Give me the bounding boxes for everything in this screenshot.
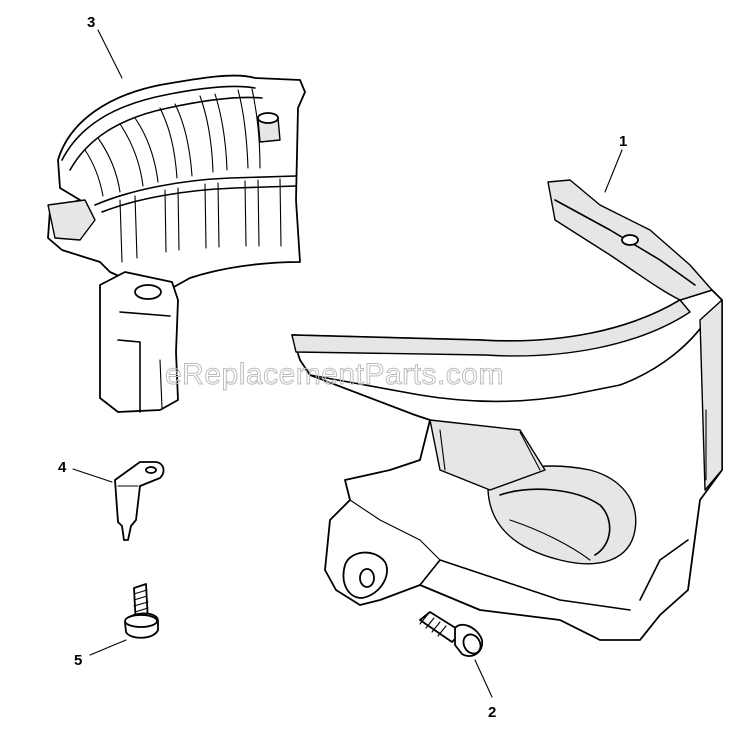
callout-1: 1 xyxy=(619,133,627,150)
watermark-text: eReplacementParts.com xyxy=(165,358,504,391)
leader-2 xyxy=(474,659,493,698)
leader-3 xyxy=(97,29,123,79)
part-3-guard[interactable] xyxy=(47,74,306,413)
leader-4 xyxy=(72,468,113,483)
callout-5: 5 xyxy=(74,652,82,669)
leader-1 xyxy=(604,149,623,193)
part-1-housing[interactable] xyxy=(291,179,723,641)
callout-4: 4 xyxy=(58,459,67,476)
callout-3: 3 xyxy=(87,14,95,31)
leader-5 xyxy=(89,639,127,656)
part-5-screw[interactable] xyxy=(124,583,159,639)
part-2-bolt[interactable] xyxy=(419,611,484,657)
leader-lines xyxy=(72,29,623,698)
part-4-bracket[interactable] xyxy=(114,461,165,541)
callout-2: 2 xyxy=(488,704,496,721)
